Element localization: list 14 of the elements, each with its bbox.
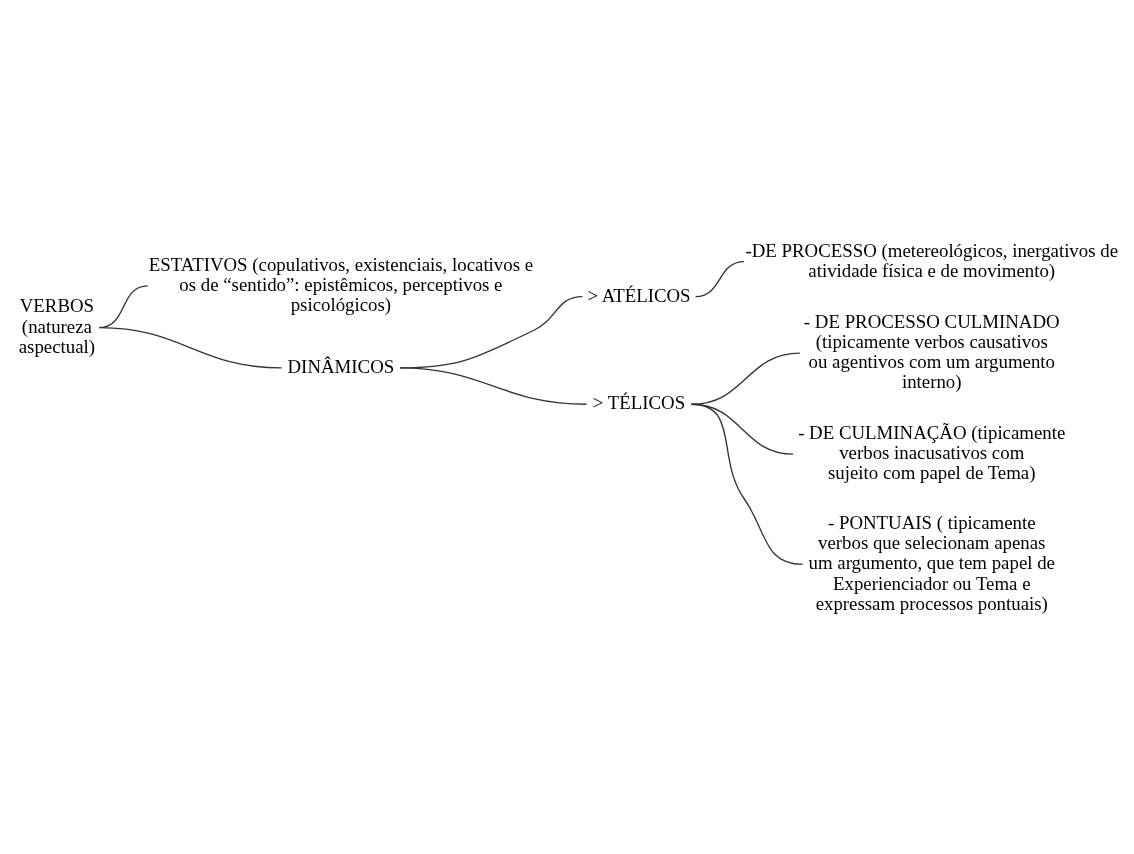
node-text: DINÂMICOS xyxy=(287,355,395,377)
node-text: -DE PROCESSO (metereológicos, inergativos de atividade física e de movimento) xyxy=(745,239,1119,281)
connector xyxy=(98,326,283,369)
node-text: ESTATIVOS (copulativos, existenciais, locativos e os de “sentido”: epistêmicos, perceptivos e psicológicos) xyxy=(148,253,534,315)
node-text: - PONTUAIS ( tipicamente verbos que selecionam apenas um argumento, que tem papel de Experienciador ou Tema e expressam processos pontuais) xyxy=(808,511,1055,614)
connector xyxy=(690,351,801,405)
node-text: VERBOS (natureza aspectual) xyxy=(18,294,96,357)
connector xyxy=(690,403,804,565)
connector xyxy=(399,366,588,405)
node-text: > TÉLICOS xyxy=(592,391,686,413)
node-text: > ATÉLICOS xyxy=(587,284,691,306)
node-text: - DE CULMINAÇÃO (tipicamente verbos inacusativos com sujeito com papel de Tema) xyxy=(798,421,1066,483)
connector xyxy=(694,260,745,297)
node-text: - DE PROCESSO CULMINADO (tipicamente verbos causativos ou agentivos com um argumento interno) xyxy=(803,310,1060,392)
